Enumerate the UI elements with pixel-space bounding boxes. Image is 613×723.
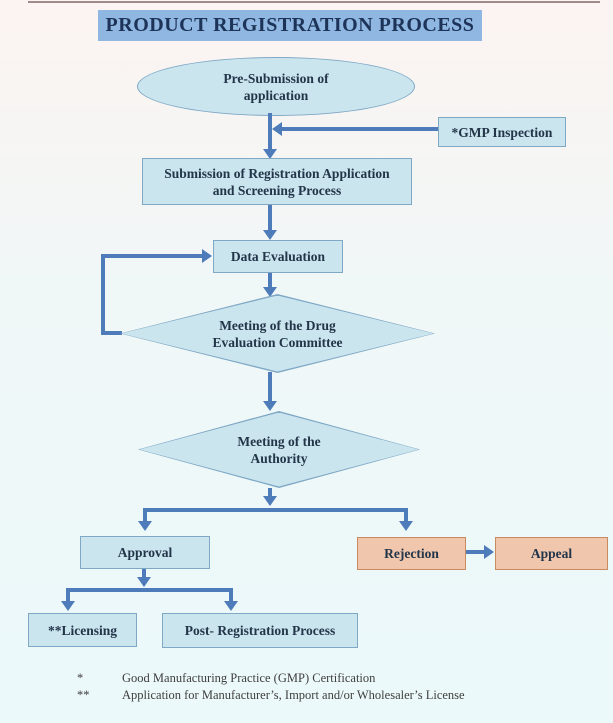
connector-segment bbox=[268, 372, 272, 402]
node-submission-screening: Submission of Registration Application a… bbox=[142, 158, 412, 205]
footnotes: * Good Manufacturing Practice (GMP) Cert… bbox=[77, 670, 557, 704]
connector-segment bbox=[466, 550, 484, 554]
node-label: **Licensing bbox=[47, 622, 117, 638]
connector-segment bbox=[268, 488, 272, 497]
node-label: Rejection bbox=[384, 546, 439, 561]
node-label: Meeting of the Authority bbox=[237, 433, 321, 466]
connector-segment bbox=[66, 588, 233, 592]
arrowhead-right-icon bbox=[202, 249, 212, 263]
arrowhead-down-icon bbox=[399, 521, 413, 531]
connector-segment bbox=[66, 588, 70, 602]
connector-segment bbox=[229, 588, 233, 602]
node-label: *GMP Inspection bbox=[451, 124, 553, 140]
arrowhead-down-icon bbox=[61, 601, 75, 611]
footnote-symbol: * bbox=[77, 671, 84, 685]
node-dec-meeting: Meeting of the Drug Evaluation Committee bbox=[120, 294, 435, 373]
node-data-evaluation: Data Evaluation bbox=[213, 240, 343, 273]
connector-segment bbox=[101, 254, 202, 258]
footnote-text: Application for Manufacturer’s, Import a… bbox=[122, 688, 465, 702]
connector-segment bbox=[404, 508, 408, 522]
node-label: Submission of Registration Application bbox=[164, 165, 390, 181]
page-title: PRODUCT REGISTRATION PROCESS bbox=[98, 10, 482, 41]
node-label: Post- Registration Process bbox=[184, 623, 336, 638]
connector-segment bbox=[143, 508, 147, 522]
connector-segment bbox=[101, 254, 105, 335]
node-pre-submission: Pre-Submission of application bbox=[137, 57, 415, 116]
connector-segment bbox=[142, 569, 146, 578]
connector-segment bbox=[282, 127, 438, 131]
node-gmp-inspection: *GMP Inspection bbox=[438, 117, 566, 147]
footnote-text: Good Manufacturing Practice (GMP) Certif… bbox=[122, 671, 376, 685]
node-approval: Approval bbox=[80, 536, 210, 569]
arrowhead-down-icon bbox=[263, 287, 277, 297]
arrowhead-left-icon bbox=[272, 122, 282, 136]
page-top-edge bbox=[28, 1, 600, 3]
node-label: Appeal bbox=[530, 546, 573, 561]
footnote-row: ** Application for Manufacturer’s, Impor… bbox=[77, 687, 557, 704]
node-authority-meeting: Meeting of the Authority bbox=[138, 411, 420, 488]
arrowhead-down-icon bbox=[263, 401, 277, 411]
node-post-registration: Post- Registration Process bbox=[162, 613, 358, 648]
arrowhead-down-icon bbox=[263, 496, 277, 506]
connector-segment bbox=[268, 113, 272, 149]
node-licensing: **Licensing bbox=[28, 613, 137, 647]
arrowhead-down-icon bbox=[137, 577, 151, 587]
arrowhead-down-icon bbox=[138, 521, 152, 531]
node-label: Pre-Submission of bbox=[223, 70, 329, 86]
arrowhead-down-icon bbox=[224, 601, 238, 611]
arrowhead-down-icon bbox=[263, 230, 277, 240]
arrowhead-down-icon bbox=[263, 149, 277, 159]
footnote-row: * Good Manufacturing Practice (GMP) Cert… bbox=[77, 670, 557, 687]
node-rejection: Rejection bbox=[357, 537, 466, 570]
node-label: Approval bbox=[117, 545, 173, 560]
node-label: Meeting of the Drug Evaluation Committee bbox=[212, 317, 343, 350]
connector-segment bbox=[268, 273, 272, 288]
footnote-symbol: ** bbox=[77, 688, 90, 702]
node-label: Data Evaluation bbox=[230, 249, 326, 264]
connector-segment bbox=[101, 331, 122, 335]
connector-segment bbox=[268, 205, 272, 231]
arrowhead-right-icon bbox=[484, 545, 494, 559]
node-label: application bbox=[243, 87, 309, 103]
node-appeal: Appeal bbox=[495, 537, 608, 570]
connector-segment bbox=[143, 508, 408, 512]
node-label: and Screening Process bbox=[212, 182, 342, 198]
